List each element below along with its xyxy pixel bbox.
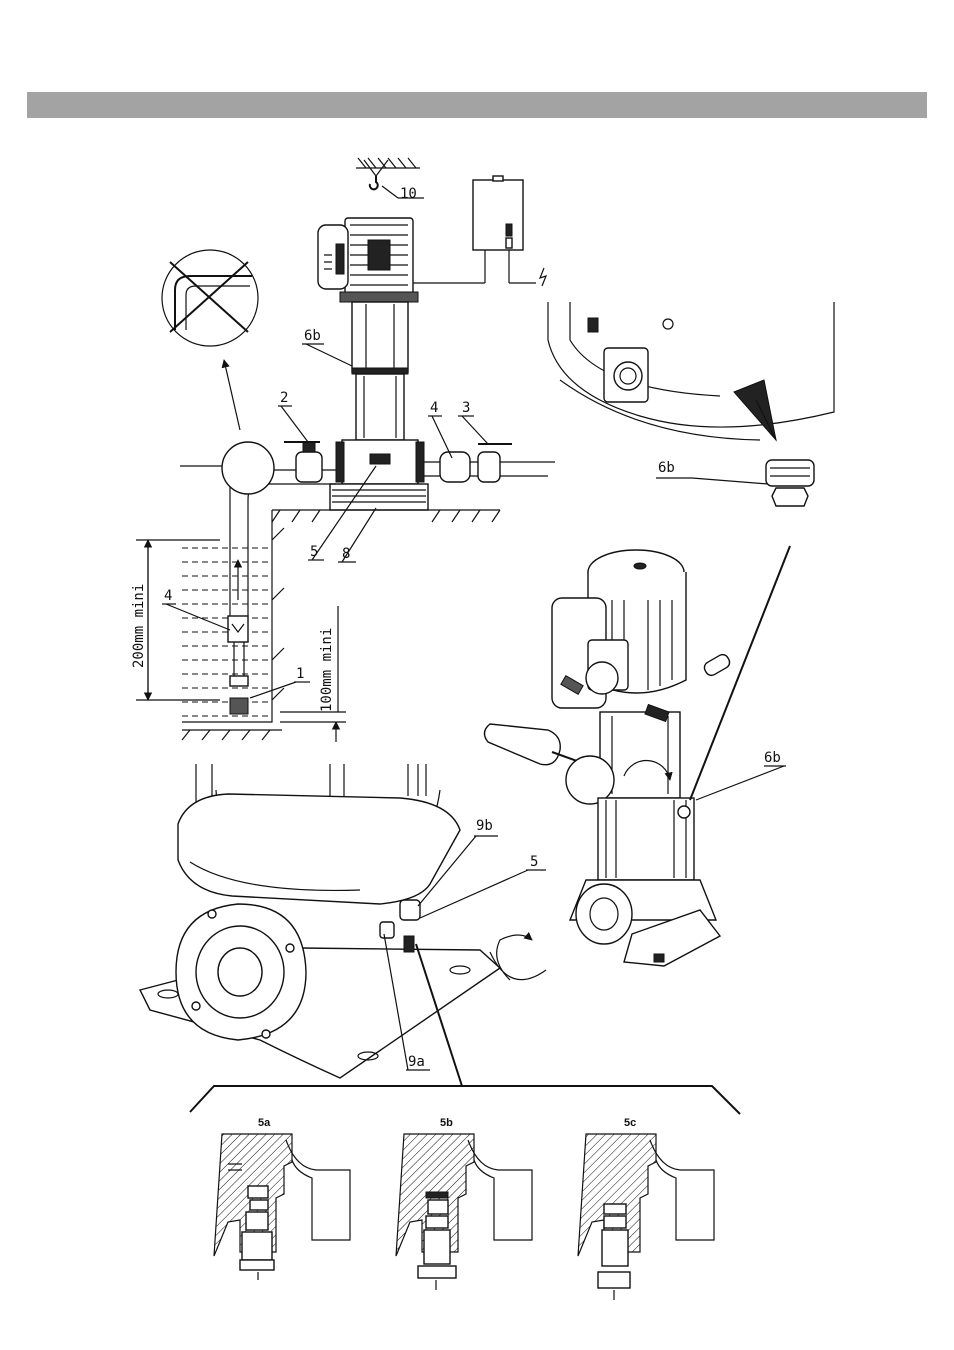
label-clearance-min: 100mm mini — [319, 628, 335, 712]
label-plug-side: 6b — [764, 750, 781, 766]
label-check-valve-suction: 4 — [164, 588, 172, 604]
label-base: 8 — [342, 546, 350, 562]
label-filling-plug: 5 — [310, 544, 318, 560]
plug-zoom-detail: 6b — [548, 302, 834, 506]
label-valve-suction: 2 — [280, 390, 288, 406]
detail-5c: 5c — [578, 1117, 714, 1300]
label-detail-5b: 5b — [440, 1117, 453, 1129]
label-detail-5a: 5a — [258, 1117, 271, 1129]
label-detail-5c: 5c — [624, 1117, 636, 1129]
label-plug-9a: 9a — [408, 1054, 425, 1070]
label-plug-detail: 6b — [658, 460, 675, 476]
label-foot-valve: 1 — [296, 666, 304, 682]
control-box — [412, 176, 546, 286]
detail-5b: 5b — [396, 1117, 532, 1290]
detail-5a: 5a — [214, 1117, 350, 1280]
elbow-detail — [162, 250, 274, 494]
label-hook: 10 — [400, 186, 417, 202]
pump-base-view: 9b 5 9a — [140, 764, 546, 1086]
label-plug-9b: 9b — [476, 818, 493, 834]
water-level — [182, 548, 270, 716]
label-check-valve: 4 — [430, 400, 438, 416]
detail-panel: 5a 5b 5c — [190, 1086, 740, 1300]
label-plug-5: 5 — [530, 854, 538, 870]
pump-3d-view: 6b — [484, 546, 790, 966]
pump-motor — [318, 218, 428, 510]
label-valve-discharge: 3 — [462, 400, 470, 416]
installation-schematic — [136, 158, 555, 742]
label-depth-min: 200mm mini — [131, 584, 147, 668]
label-drain-plug-top: 6b — [304, 328, 321, 344]
